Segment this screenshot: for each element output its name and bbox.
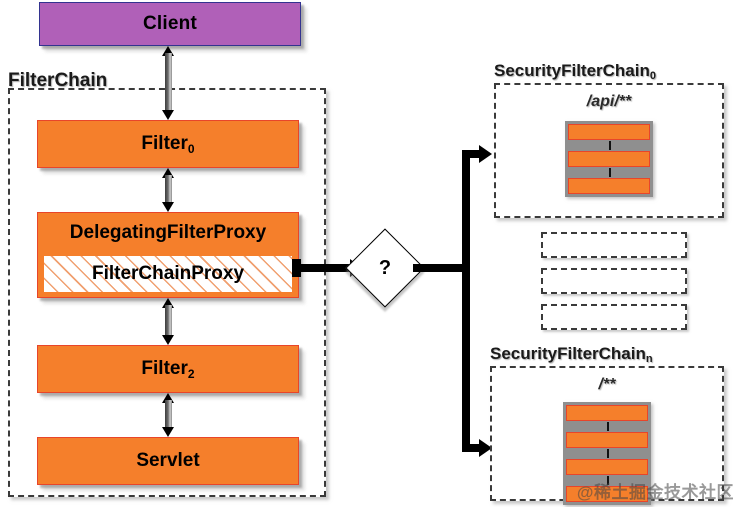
delegatingfilterproxy-box[interactable]: DelegatingFilterProxy FilterChainProxy (37, 212, 299, 298)
security-filter-bar (566, 459, 648, 475)
arrow-shaft (165, 305, 172, 338)
filter-0-box[interactable]: Filter0 (37, 120, 299, 168)
client-box[interactable]: Client (39, 2, 301, 46)
decision-label: ? (378, 256, 392, 279)
arrowhead-down (162, 110, 174, 120)
filter-connector (563, 475, 651, 486)
securityfilterchain-ellipsis-stack (541, 232, 687, 330)
arrow-delegatingfilterproxy-filter2 (162, 298, 175, 345)
arrow-shaft (165, 175, 172, 205)
ellipsis-row (541, 304, 687, 330)
securityfilterchain-0-container: /api/** (494, 83, 724, 218)
arrowhead-right-top (479, 145, 492, 163)
arrow-client-filter0 (162, 46, 175, 120)
security-filter-bar (566, 432, 648, 448)
filter-2-label: Filter2 (141, 357, 195, 381)
securityfilterchain-n-pattern: /** (598, 376, 616, 393)
securityfilterchain-0-filters (565, 121, 653, 197)
arrow-shaft (165, 53, 172, 113)
security-filter-bar (568, 151, 650, 167)
arrowhead-down (162, 202, 174, 212)
arrow-filter2-servlet (162, 393, 175, 437)
arrowhead-up (162, 298, 174, 308)
securityfilterchain-0-label: SecurityFilterChain0 (494, 61, 656, 82)
security-filter-bar (568, 178, 650, 194)
ellipsis-row (541, 232, 687, 258)
arrowhead-up (162, 46, 174, 56)
filterchain-label: FilterChain (8, 70, 108, 91)
ellipsis-row (541, 268, 687, 294)
arrowhead-up (162, 393, 174, 403)
arrow-filter0-delegatingfilterproxy (162, 168, 175, 212)
filter-connector (565, 140, 653, 151)
filter-2-box[interactable]: Filter2 (37, 345, 299, 393)
filter-connector (563, 448, 651, 459)
securityfilterchain-n-container: /** (490, 366, 724, 505)
arrowhead-up (162, 168, 174, 178)
servlet-box[interactable]: Servlet (37, 437, 299, 485)
arrowhead-right-bottom (479, 439, 492, 457)
security-filter-bar (566, 405, 648, 421)
filterchainproxy-box[interactable]: FilterChainProxy (43, 255, 293, 293)
arrowhead-down (162, 427, 174, 437)
filter-connector (563, 421, 651, 432)
arrow-shaft (165, 400, 172, 430)
securityfilterchain-n-filters (563, 402, 651, 505)
delegatingfilterproxy-label: DelegatingFilterProxy (69, 222, 267, 243)
securityfilterchain-n-label: SecurityFilterChainn (490, 344, 653, 365)
security-filter-bar (568, 124, 650, 140)
filter-connector (565, 167, 653, 178)
servlet-label: Servlet (136, 450, 200, 471)
arrowhead-down (162, 335, 174, 345)
connector-decision-stem (413, 264, 470, 272)
filter-0-label: Filter0 (141, 132, 195, 156)
security-filter-bar (566, 486, 648, 502)
connector-branch-arm-bottom (462, 444, 484, 452)
filterchainproxy-label: FilterChainProxy (91, 263, 245, 284)
connector-branch-arm-top (462, 150, 484, 158)
connector-branch-spine (462, 150, 470, 452)
securityfilterchain-0-pattern: /api/** (586, 93, 632, 110)
connector-filterchainproxy-to-decision (296, 264, 358, 272)
client-label: Client (143, 13, 197, 34)
